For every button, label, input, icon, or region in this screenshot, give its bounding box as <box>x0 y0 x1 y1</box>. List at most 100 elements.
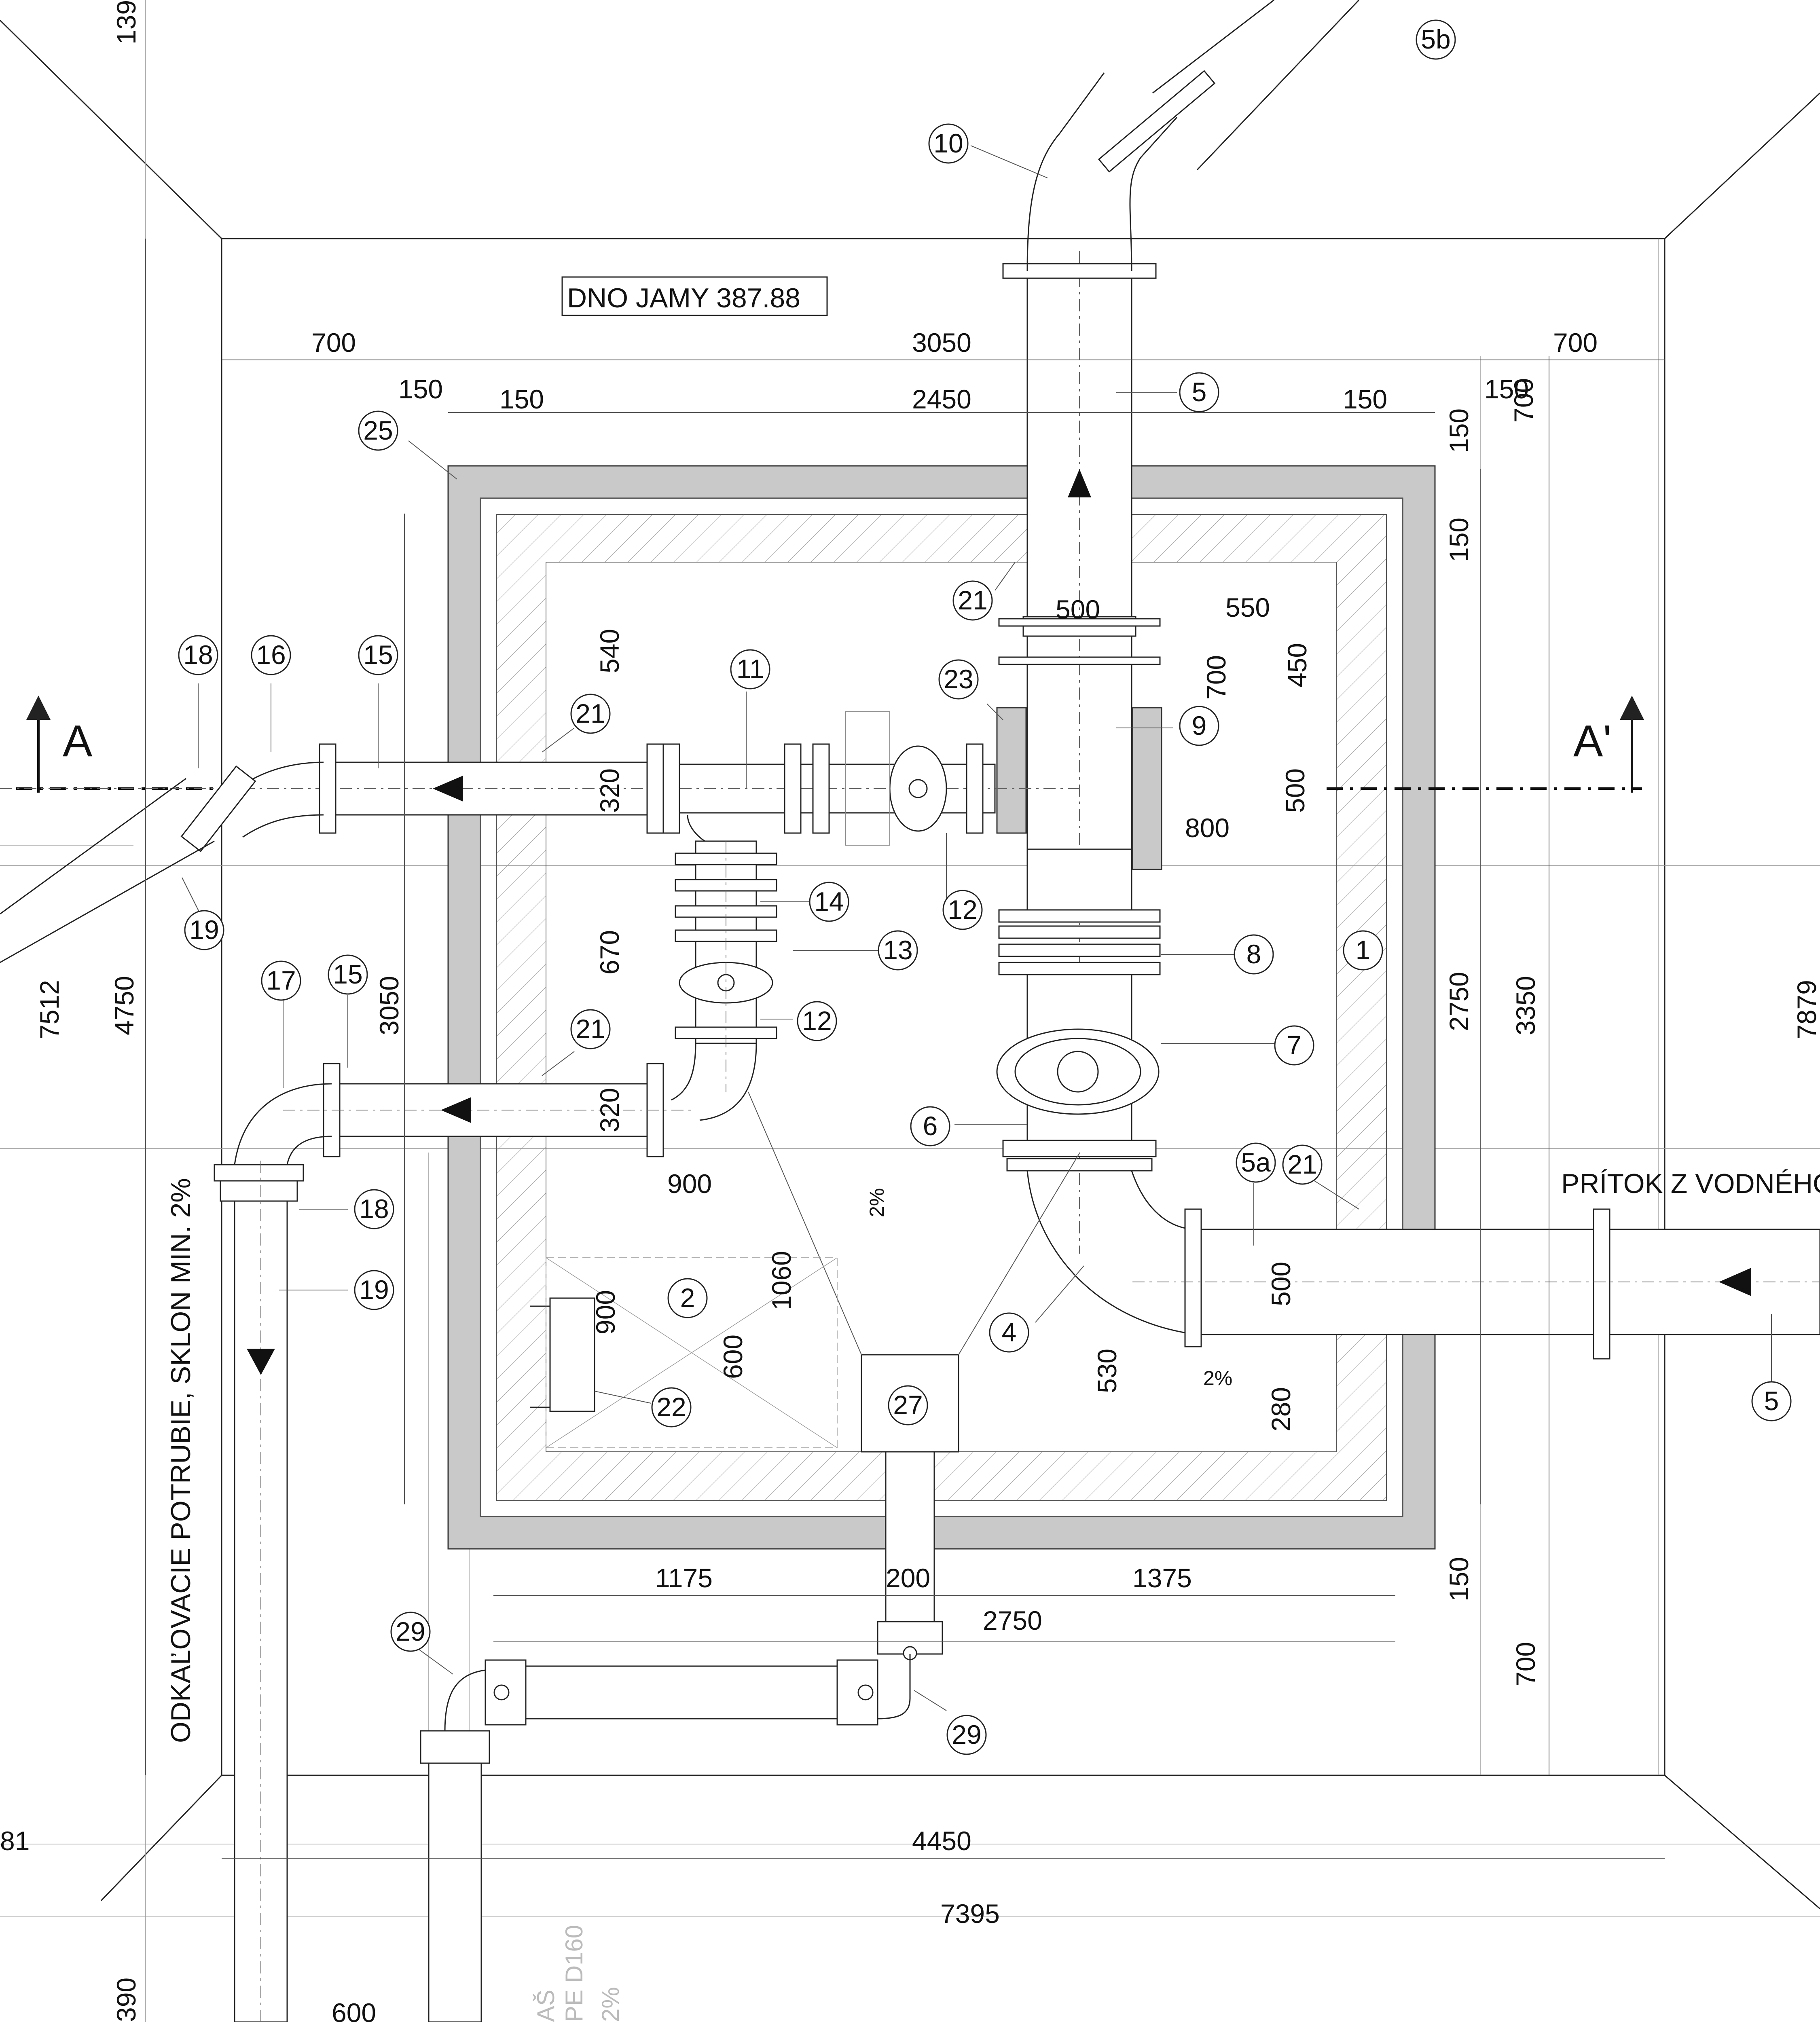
callout-10: 10 <box>933 128 963 158</box>
dim-530: 530 <box>1092 1349 1122 1393</box>
slope-label-1: 2% <box>866 1188 888 1217</box>
faded-label-3: 2% <box>597 1987 624 2022</box>
section-line-a: A A' <box>16 696 1644 793</box>
callout-27: 27 <box>893 1390 923 1420</box>
pipe-sleeve <box>996 707 1162 870</box>
ladder <box>530 1257 838 1448</box>
callout-11: 11 <box>736 654 764 684</box>
callout-15-top: 15 <box>363 640 393 670</box>
callout-5a: 5a <box>1241 1147 1271 1177</box>
dim-800: 800 <box>1185 813 1230 843</box>
slope-label-2: 2% <box>1203 1367 1232 1390</box>
faded-label-2: PE D160 <box>561 1925 588 2022</box>
faded-label-1: AŠ <box>532 1990 559 2022</box>
dim-320-a: 320 <box>595 768 624 813</box>
callout-18-bottom: 18 <box>359 1194 389 1224</box>
left-valve-assembly <box>671 814 777 1121</box>
sump <box>748 1091 1080 1660</box>
dim-right-700-top: 700 <box>1509 378 1539 423</box>
dim-700-inner: 700 <box>1201 655 1231 700</box>
drain-pipe-label: ODKAĽOVACIE POTRUBIE, SKLON MIN. 2% <box>165 1178 196 1743</box>
dim-top-150-a: 150 <box>398 374 443 404</box>
callout-29-right: 29 <box>952 1720 981 1749</box>
callout-21-right: 21 <box>1287 1149 1317 1179</box>
dim-top-150-b: 150 <box>499 384 544 414</box>
callout-25: 25 <box>363 415 393 445</box>
callout-23: 23 <box>944 664 973 694</box>
dim-2750-horizontal: 2750 <box>983 1605 1042 1635</box>
dim-edge-81: 81 <box>0 1826 30 1856</box>
dim-3050-vertical: 3050 <box>374 976 404 1035</box>
dim-edge-139: 139 <box>111 0 141 44</box>
callout-18-left: 18 <box>183 640 213 670</box>
lower-horizontal-pipe <box>214 1063 696 2022</box>
dim-4750: 4750 <box>109 976 139 1035</box>
pit-bottom-label: DNO JAMY 387.88 <box>567 283 800 313</box>
callout-2: 2 <box>680 1283 695 1313</box>
dim-450: 450 <box>1282 643 1312 687</box>
dim-7512: 7512 <box>34 980 64 1039</box>
dim-200: 200 <box>886 1563 930 1593</box>
callout-12-right: 12 <box>948 895 977 924</box>
dim-700-bottom-right: 700 <box>1511 1642 1541 1686</box>
drawing-labels: DNO JAMY 387.88 PRÍTOK Z VODNÉHO ODKAĽOV… <box>165 276 1820 2022</box>
callout-9: 9 <box>1192 711 1207 740</box>
inner-insulation <box>496 514 1387 1501</box>
section-label-right: A' <box>1573 716 1611 766</box>
dim-670: 670 <box>595 930 624 975</box>
callout-22: 22 <box>656 1392 686 1422</box>
callout-21-top: 21 <box>958 585 987 615</box>
dim-7879: 7879 <box>1792 980 1820 1039</box>
dim-550: 550 <box>1225 592 1270 622</box>
dim-500-inflow: 500 <box>1266 1262 1296 1306</box>
dim-top-2450: 2450 <box>912 384 971 414</box>
callout-5b: 5b <box>1421 24 1450 54</box>
right-valve-assembly <box>996 848 1820 1360</box>
dim-top-700-left: 700 <box>311 328 356 357</box>
callout-21-left-1: 21 <box>576 698 605 728</box>
dimension-lines <box>145 239 1665 1859</box>
excavation-pit-outline <box>0 19 1820 1910</box>
dim-600: 600 <box>718 1335 748 1379</box>
dim-top-700-right: 700 <box>1553 328 1598 357</box>
inflow-label: PRÍTOK Z VODNÉHO <box>1561 1168 1820 1199</box>
callout-7: 7 <box>1287 1030 1302 1060</box>
callout-15-mid: 15 <box>333 959 362 989</box>
dim-7395: 7395 <box>940 1899 1000 1929</box>
callout-1: 1 <box>1356 935 1371 965</box>
callout-14: 14 <box>814 886 844 916</box>
main-vertical-pipe <box>998 0 1360 1254</box>
callout-19-left: 19 <box>189 915 219 945</box>
dim-900-horizontal: 900 <box>667 1169 712 1199</box>
callout-leaders <box>182 145 1772 1711</box>
dim-150-bottom-right: 150 <box>1444 1557 1474 1601</box>
dim-1175: 1175 <box>655 1563 713 1593</box>
callout-4: 4 <box>1002 1317 1017 1347</box>
dim-3350: 3350 <box>1511 976 1541 1035</box>
dim-1060: 1060 <box>766 1251 796 1310</box>
dim-top-150-c: 150 <box>1343 384 1387 414</box>
callout-5-right: 5 <box>1764 1386 1779 1416</box>
callout-5-top: 5 <box>1192 377 1207 407</box>
flow-arrow-up <box>1068 469 1091 497</box>
dim-edge-390: 390 <box>111 1978 141 2022</box>
dim-2750-vertical: 2750 <box>1444 972 1474 1031</box>
callout-8: 8 <box>1246 939 1261 969</box>
callout-16: 16 <box>256 640 286 670</box>
callout-6: 6 <box>923 1111 938 1141</box>
callout-12-left: 12 <box>802 1006 832 1036</box>
dim-right-150-a: 150 <box>1444 408 1474 453</box>
dim-top-150-d: 150 <box>1484 374 1529 404</box>
callout-19-bottom: 19 <box>359 1275 389 1305</box>
drainage-pipe <box>420 1654 911 2022</box>
callout-29-left: 29 <box>396 1616 425 1646</box>
dim-500-top: 500 <box>1056 594 1100 624</box>
dim-right-150-b: 150 <box>1444 518 1474 562</box>
dim-900-vertical: 900 <box>590 1290 620 1335</box>
dim-540: 540 <box>595 629 624 673</box>
callout-13: 13 <box>883 935 912 965</box>
dim-top-3050: 3050 <box>912 328 971 357</box>
callout-bubbles: 5b 10 5 25 21 23 9 11 18 16 15 21 19 14 … <box>178 19 1792 1755</box>
